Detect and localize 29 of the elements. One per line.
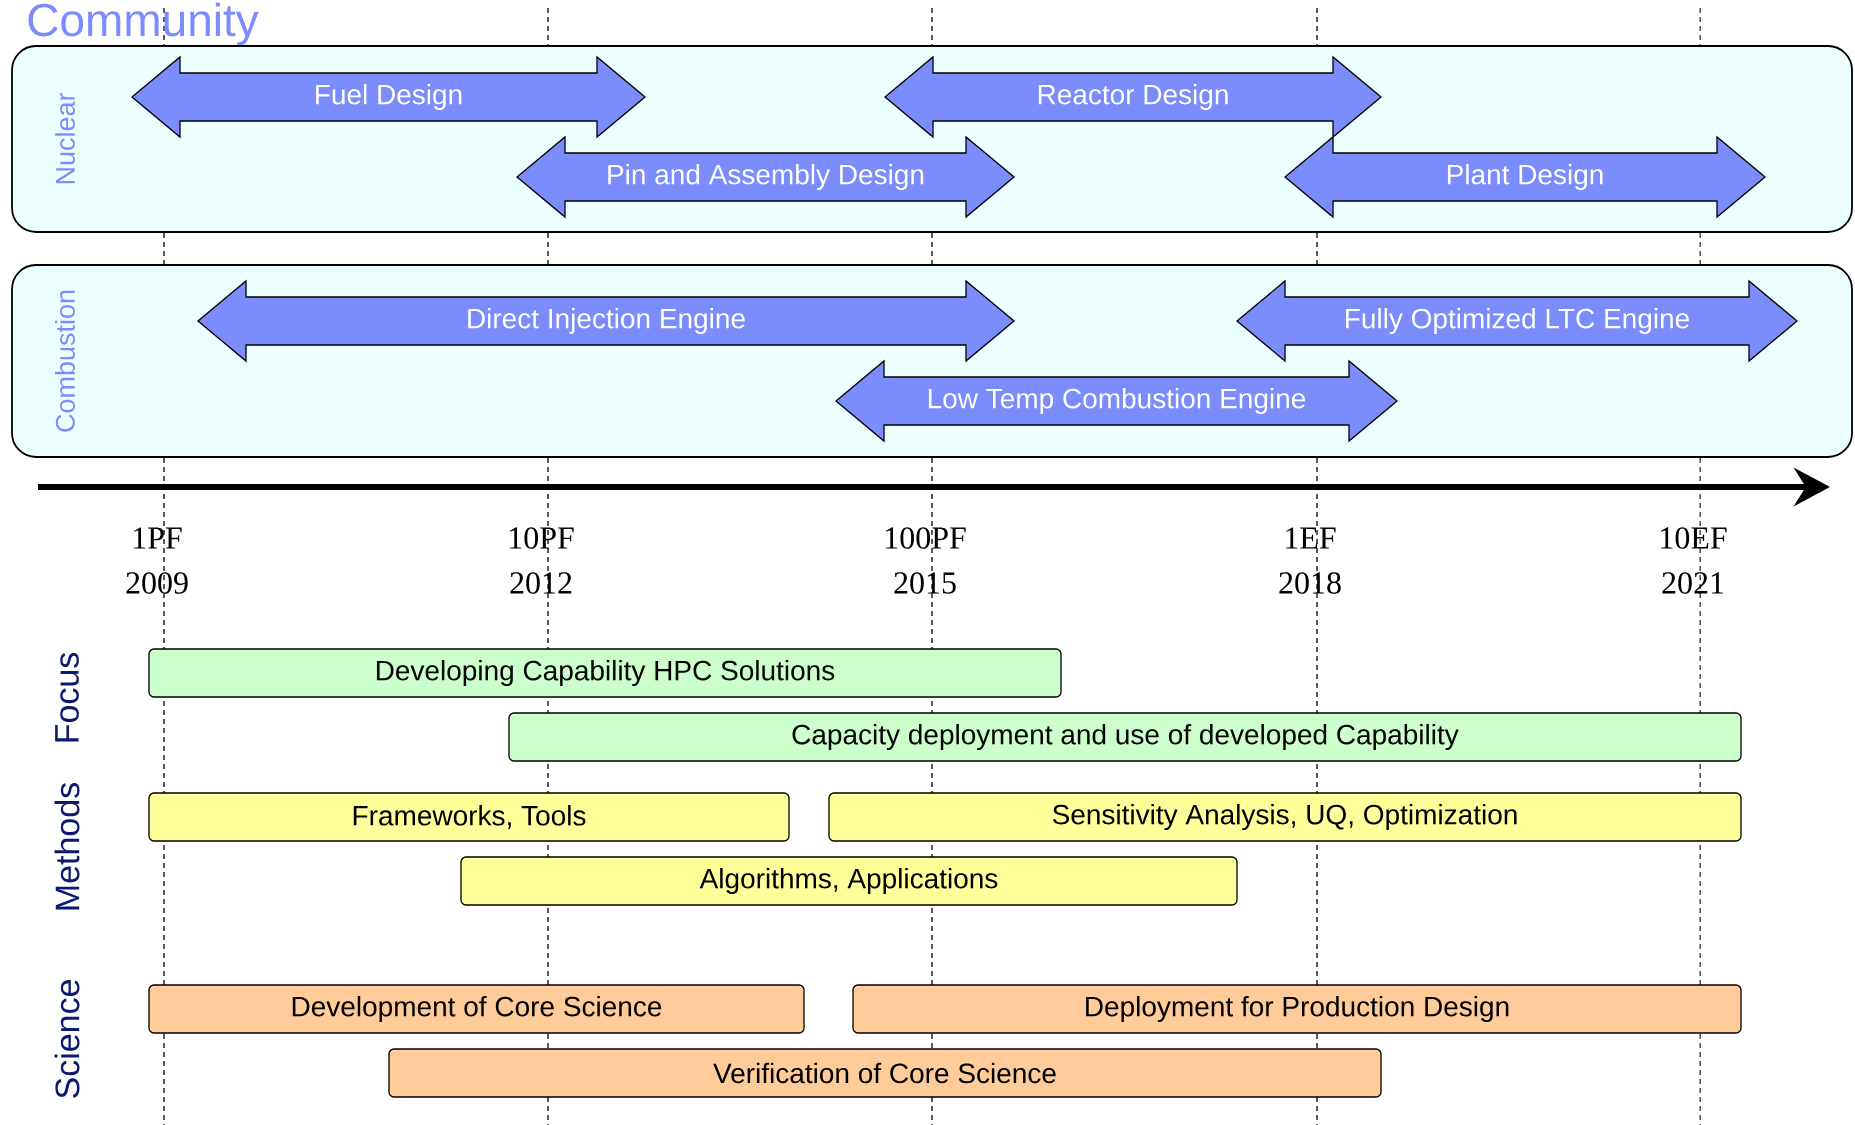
tick-label: 100PF bbox=[886, 527, 966, 549]
tick-label: 2012 bbox=[510, 572, 572, 594]
span-banner: Fuel Design bbox=[131, 55, 647, 139]
timeline-bar: Capacity deployment and use of developed Capability bbox=[508, 712, 1742, 762]
span-banner: Direct Injection Engine bbox=[197, 279, 1016, 363]
tick-label: 10EF bbox=[1661, 527, 1727, 549]
tick-label: 1EF bbox=[1286, 527, 1336, 549]
row-label: Methods bbox=[54, 783, 80, 910]
timeline-bar: Development of Core Science bbox=[148, 984, 805, 1034]
title: Community bbox=[28, 2, 259, 46]
tick-label: 2009 bbox=[126, 572, 188, 594]
tick-label: 1PF bbox=[134, 527, 182, 549]
span-banner: Pin and Assembly Design bbox=[516, 135, 1016, 219]
timeline-bar: Deployment for Production Design bbox=[852, 984, 1742, 1034]
span-banner: Fully Optimized LTC Engine bbox=[1236, 279, 1799, 363]
tick-label: 2018 bbox=[1279, 572, 1341, 594]
tick-label: 10PF bbox=[510, 527, 574, 549]
timeline-bar: Verification of Core Science bbox=[388, 1048, 1382, 1098]
tick-label: 2015 bbox=[894, 572, 956, 594]
timeline-bar: Frameworks, Tools bbox=[148, 792, 790, 842]
span-banner: Low Temp Combustion Engine bbox=[835, 359, 1399, 443]
timeline-bar: Sensitivity Analysis, UQ, Optimization bbox=[828, 792, 1742, 842]
timeline-bar: Developing Capability HPC Solutions bbox=[148, 648, 1062, 698]
row-label: Science bbox=[54, 980, 80, 1098]
tick-label: 2021 bbox=[1662, 572, 1724, 594]
span-banner: Reactor Design bbox=[884, 55, 1383, 139]
span-banner: Plant Design bbox=[1284, 135, 1767, 219]
row-label: Focus bbox=[55, 652, 79, 742]
timeline-bar: Algorithms, Applications bbox=[460, 856, 1238, 906]
